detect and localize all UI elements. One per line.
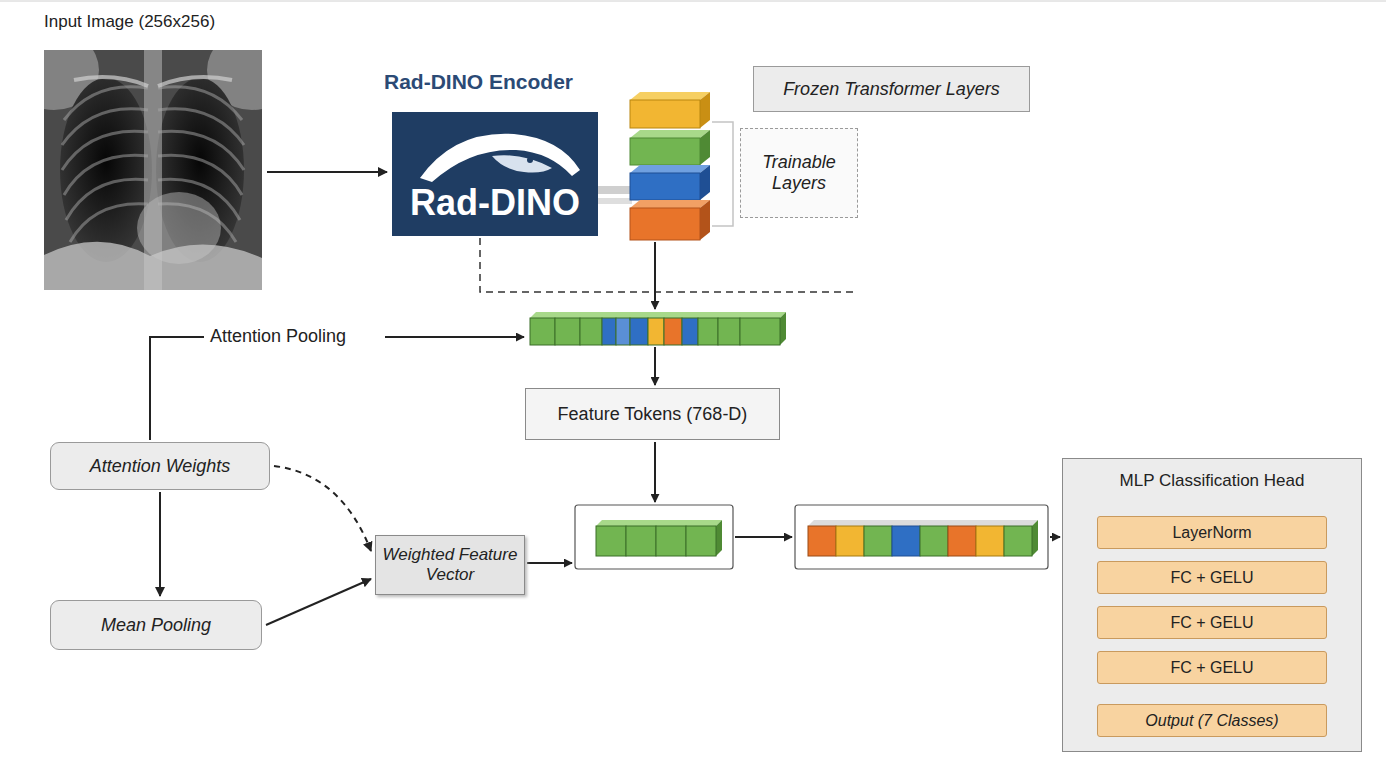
process-box: Feature Tokens (768-D): [525, 388, 780, 440]
layer-box: LayerNorm: [1097, 516, 1327, 549]
layer-stack: [630, 92, 710, 240]
layer-box: FC + GELU: [1097, 561, 1327, 594]
layer-box: FC + GELU: [1097, 606, 1327, 639]
classifier-panel: MLP Classification HeadLayerNorm FC + GEL…: [1062, 458, 1362, 752]
node-label: Trainable Layers: [751, 152, 847, 194]
flow-arrow: [654, 442, 656, 502]
node-label: MLP Classification Head: [1120, 471, 1305, 491]
connector: [266, 579, 371, 625]
pooled-tokens: [575, 505, 733, 569]
encoder-box: Rad-DINO EncoderRad-DINO: [392, 112, 598, 236]
process-box: Attention Weights: [50, 442, 270, 490]
flow-arrow: [735, 536, 792, 538]
node-label: Attention Weights: [90, 456, 231, 477]
trainable-layers-box: Trainable Layers: [740, 128, 858, 218]
bracket: [712, 122, 733, 226]
layer-box: FC + GELU: [1097, 651, 1327, 684]
dashed-guide: [480, 238, 858, 292]
node-label: Input Image (256x256): [44, 12, 215, 32]
combined-tokens: [795, 505, 1048, 569]
token-bar: [530, 312, 786, 345]
flow-arrow: [654, 347, 656, 385]
node-label: Rad-DINO Encoder: [384, 70, 573, 94]
node-label: LayerNorm: [1172, 524, 1251, 542]
connector: [267, 171, 387, 173]
flow-arrow: [654, 242, 656, 309]
node-label: Weighted Feature Vector: [381, 545, 519, 585]
encoder-link: [598, 186, 632, 204]
flow-arrow: [1050, 536, 1060, 538]
flow-arrow: [527, 562, 572, 564]
xray-image: [44, 50, 262, 290]
connector: [159, 492, 161, 596]
attention-pooling-line: [150, 337, 524, 440]
process-box: Weighted Feature Vector: [375, 535, 525, 595]
node-body: Rad-DINO: [392, 182, 598, 224]
node-label: Frozen Transformer Layers: [783, 79, 1000, 100]
flow-label: Attention Pooling: [208, 326, 348, 347]
input-image: Input Image (256x256): [44, 50, 262, 290]
frame-line: [0, 1, 1386, 2]
node-label: Mean Pooling: [101, 615, 211, 636]
node-label: FC + GELU: [1170, 614, 1253, 632]
output-box: Output (7 Classes): [1097, 704, 1327, 737]
process-box: Mean Pooling: [50, 600, 262, 650]
frozen-layers-box: Frozen Transformer Layers: [753, 66, 1030, 112]
node-label: FC + GELU: [1170, 569, 1253, 587]
connector: [274, 466, 371, 551]
node-label: Output (7 Classes): [1145, 712, 1278, 730]
node-label: Feature Tokens (768-D): [558, 404, 748, 425]
node-label: FC + GELU: [1170, 659, 1253, 677]
